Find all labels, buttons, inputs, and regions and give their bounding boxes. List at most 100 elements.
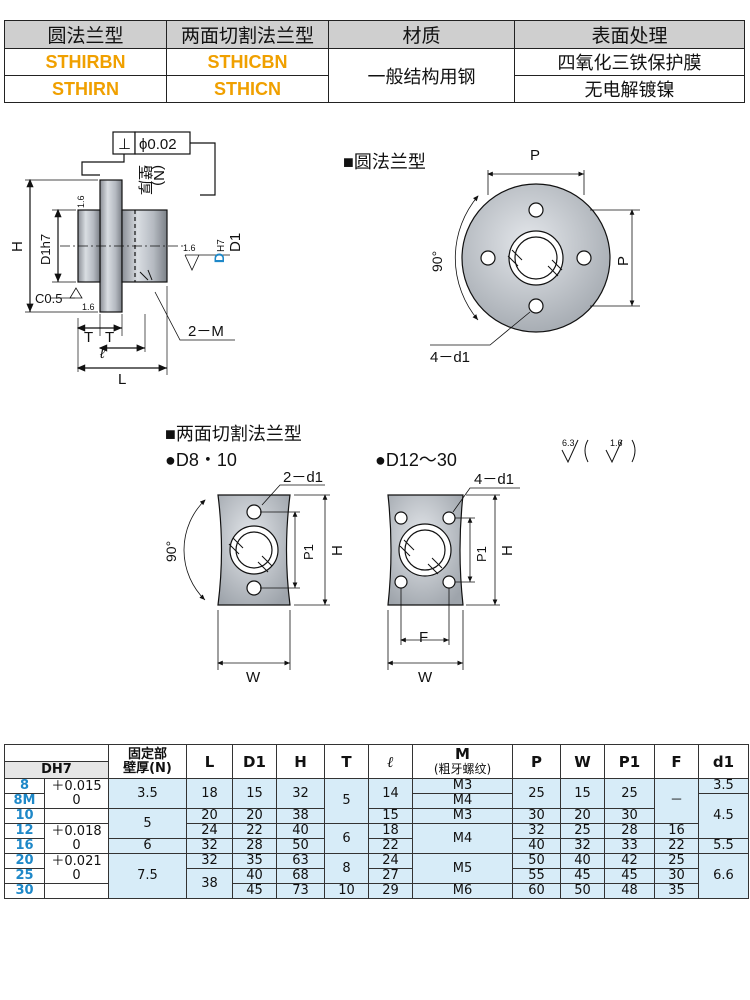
- cut-flange-view-a: [183, 484, 330, 670]
- cell-f: －: [654, 778, 699, 824]
- cell-p1: 25: [604, 778, 655, 809]
- roughness-2: 1.6: [183, 243, 196, 253]
- code-round-1: STHIRBN: [4, 48, 167, 76]
- cell-w: 20: [560, 808, 605, 824]
- header-wall-2: 壁厚(N): [123, 760, 172, 776]
- cut-sub2: ●D12～30: [375, 450, 457, 470]
- dim-w-a: W: [246, 669, 261, 686]
- dim-d1: D1: [227, 233, 244, 252]
- header-m-label: M: [455, 745, 470, 763]
- cell-p: 25: [512, 778, 561, 809]
- cell-p: 55: [512, 868, 561, 884]
- spec-table: 固定部 壁厚(N) L D1 H T ℓ M (粗牙螺纹) P W P1 F d…: [4, 744, 749, 899]
- cut-sub1: ●D8・10: [165, 450, 237, 470]
- cell-ell: 29: [368, 883, 413, 899]
- cell-p: 60: [512, 883, 561, 899]
- header-ell: ℓ: [368, 744, 413, 779]
- roughness-symbols: [561, 439, 636, 464]
- cell-t: 6: [324, 823, 369, 854]
- material-table: 圆法兰型 两面切割法兰型 材质 表面处理 STHIRBN STHICBN 一般结…: [4, 20, 745, 103]
- header-f: F: [654, 744, 699, 779]
- cell-d1: 28: [232, 838, 277, 854]
- cell-ell: 18: [368, 823, 413, 839]
- technical-drawing: ⊥ ϕ0.02 壁厚 (N) 1.6 H D1h7 D H7 D1 1.6 C0…: [9, 131, 640, 686]
- tol-upper: ＋0.015: [51, 778, 102, 794]
- row-d: 16: [4, 838, 45, 854]
- round-flange-labels: P P 90° 4－d1: [429, 147, 632, 366]
- cell-p1: 48: [604, 883, 655, 899]
- cell-m: M3: [412, 778, 513, 794]
- cell-p1: 30: [604, 808, 655, 824]
- cell-d1: 15: [232, 778, 277, 809]
- cell-ell: 22: [368, 838, 413, 854]
- cell-ell: 15: [368, 808, 413, 824]
- roughness-3: 1.6: [82, 302, 95, 312]
- cell-h: 32: [276, 778, 325, 809]
- row-d: 20: [4, 853, 45, 869]
- cut-flange-b-labels: 4－d1 P1 H F W: [418, 471, 516, 686]
- cell-h: 40: [276, 823, 325, 839]
- cell-w: 25: [560, 823, 605, 839]
- cell-f: 30: [654, 868, 699, 884]
- tol-cell-blank: [44, 808, 109, 824]
- header-cut-flange: 两面切割法兰型: [166, 20, 329, 49]
- perpendicular-symbol: ⊥: [118, 136, 131, 153]
- cell-h: 73: [276, 883, 325, 899]
- tol-lower: 0: [72, 867, 81, 883]
- header-m-sub: (粗牙螺纹): [433, 762, 492, 776]
- tol-lower: 0: [72, 837, 81, 853]
- cell-wall: 3.5: [108, 778, 187, 809]
- cell-h: 68: [276, 868, 325, 884]
- cell-l: 20: [186, 808, 233, 824]
- header-surface: 表面处理: [514, 20, 745, 49]
- cell-h: 50: [276, 838, 325, 854]
- side-view: [25, 131, 235, 375]
- holes-a-label: 2－d1: [283, 469, 323, 486]
- cell-ell: 14: [368, 778, 413, 809]
- angle-90: 90°: [429, 251, 445, 272]
- cell-f: 35: [654, 883, 699, 899]
- holes-b-label: 4－d1: [474, 471, 514, 488]
- cell-f: 25: [654, 853, 699, 869]
- material-value: 一般结构用钢: [328, 48, 515, 103]
- row-d: 25: [4, 868, 45, 884]
- cell-wall: 6: [108, 838, 187, 854]
- cut-flange-a-labels: 2－d1 90° P1 H W: [163, 469, 346, 686]
- cell-f: 16: [654, 823, 699, 839]
- cell-l: 32: [186, 853, 233, 869]
- cut-flange-view-b: [387, 487, 520, 670]
- header-l: L: [186, 744, 233, 779]
- round-flange-title: ■圆法兰型: [343, 152, 426, 172]
- dim-ell: ℓ: [99, 345, 106, 362]
- cell-d1-hole: 6.6: [698, 853, 749, 899]
- cell-wall: 5: [108, 808, 187, 839]
- tol-upper: ＋0.018: [51, 823, 102, 839]
- cell-m: M4: [412, 823, 513, 854]
- header-p: P: [512, 744, 561, 779]
- cell-f: 22: [654, 838, 699, 854]
- header-wall-1: 固定部: [127, 746, 167, 762]
- dim-f-b: F: [419, 629, 428, 646]
- cell-m: M4: [412, 793, 513, 809]
- code-cut-1: STHICBN: [166, 48, 329, 76]
- cell-p: 50: [512, 853, 561, 869]
- surface-1: 四氧化三铁保护膜: [514, 48, 745, 76]
- cell-h: 38: [276, 808, 325, 824]
- screw-label: 2－M: [188, 323, 224, 340]
- dim-h-a: H: [329, 545, 346, 556]
- dim-p1-a: P1: [301, 544, 316, 560]
- cell-l: 38: [186, 868, 233, 899]
- cell-l: 24: [186, 823, 233, 839]
- dim-h: H: [9, 241, 26, 252]
- row-d: 30: [4, 883, 45, 899]
- header-t: T: [324, 744, 369, 779]
- header-d1: D1: [232, 744, 277, 779]
- surface-2: 无电解镀镍: [514, 75, 745, 103]
- dim-p-right: P: [615, 256, 632, 266]
- cell-d1: 40: [232, 868, 277, 884]
- cell-p1: 33: [604, 838, 655, 854]
- holes-label: 4－d1: [430, 349, 470, 366]
- cell-p: 30: [512, 808, 561, 824]
- row-d: 12: [4, 823, 45, 839]
